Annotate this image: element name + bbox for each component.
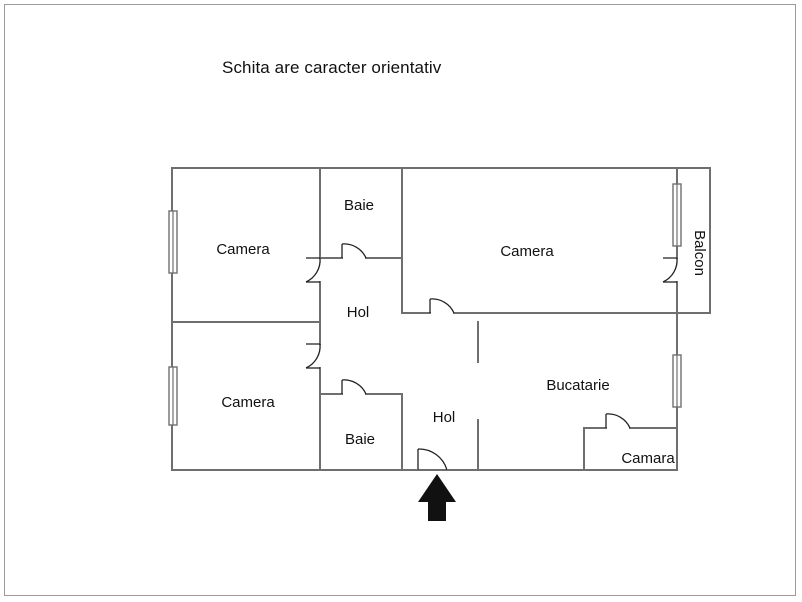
window-camera-bottom-left xyxy=(168,366,178,426)
room-label-camera-top-left: Camera xyxy=(216,241,270,258)
room-label-camara: Camara xyxy=(621,450,675,467)
page-border xyxy=(4,4,796,596)
walls-group xyxy=(171,167,711,471)
window-bucatarie xyxy=(672,354,682,408)
window-camera-top-left xyxy=(168,210,178,274)
room-label-balcon: Balcon xyxy=(691,230,708,276)
door-camara xyxy=(605,413,631,429)
door-balcon xyxy=(662,257,678,283)
doors-group xyxy=(305,243,678,471)
windows-group xyxy=(168,183,682,426)
window-balcon xyxy=(672,183,682,247)
room-label-baie-top: Baie xyxy=(344,197,374,214)
room-label-camera-right: Camera xyxy=(500,243,554,260)
door-main-entrance xyxy=(417,448,448,471)
page-title: Schita are caracter orientativ xyxy=(222,58,442,77)
room-labels-group: Camera Baie Camera Balcon Hol Camera Bai… xyxy=(216,197,708,467)
entrance-arrow-icon xyxy=(418,474,456,521)
room-label-baie-bottom: Baie xyxy=(345,431,375,448)
door-baie-bottom xyxy=(341,379,367,395)
door-camera-right xyxy=(429,298,455,314)
room-label-camera-bottom-left: Camera xyxy=(221,394,275,411)
room-label-bucatarie: Bucatarie xyxy=(546,377,609,394)
room-label-hol-upper: Hol xyxy=(347,304,370,321)
door-camera-top-left xyxy=(305,257,321,283)
room-label-hol-lower: Hol xyxy=(433,409,456,426)
door-camera-bottom-left xyxy=(305,343,321,369)
door-baie-top xyxy=(341,243,367,259)
